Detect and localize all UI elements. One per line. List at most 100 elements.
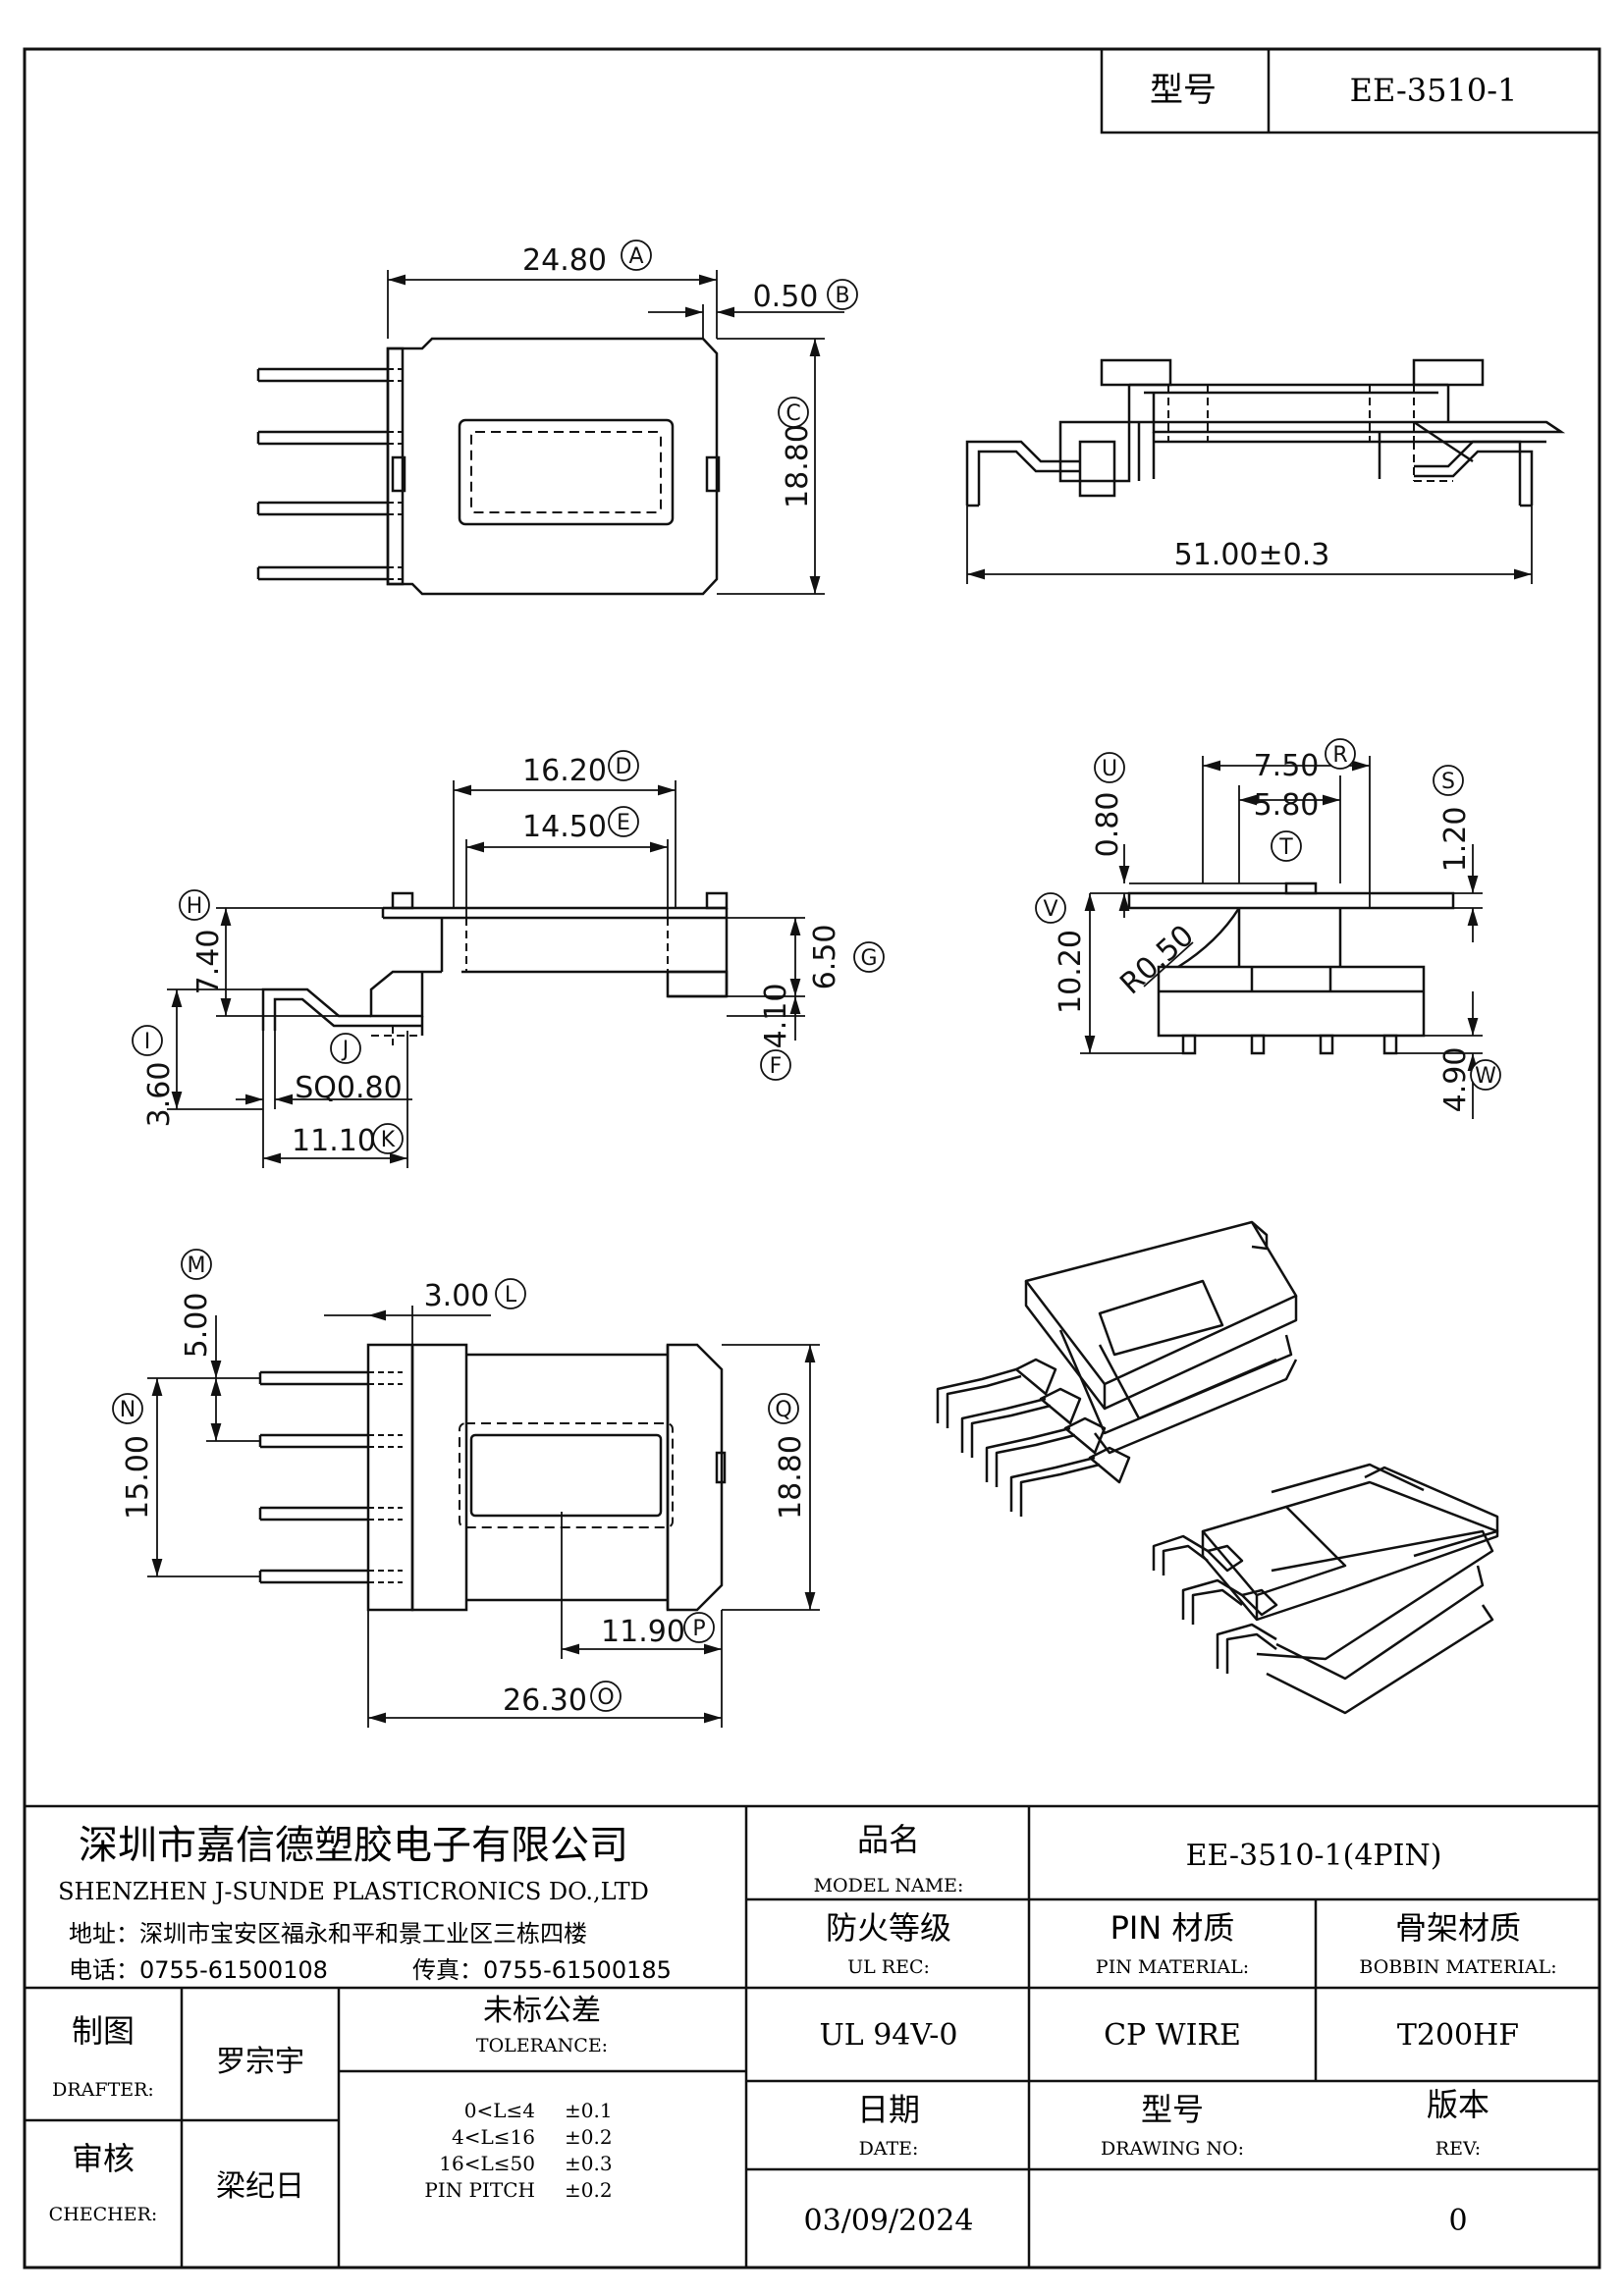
title-block <box>25 1804 1599 2268</box>
dim-K: 11.10 <box>292 1124 376 1158</box>
tolerance-en: TOLERANCE: <box>476 2035 608 2056</box>
company-cn: 深圳市嘉信德塑胶电子有限公司 <box>79 1823 628 1868</box>
svg-text:K: K <box>381 1128 396 1152</box>
svg-text:J: J <box>341 1038 350 1062</box>
tag-Q <box>768 1393 799 1424</box>
view-top <box>256 337 721 596</box>
checker-en: CHECHER: <box>49 2204 158 2225</box>
svg-text:O: O <box>597 1685 614 1710</box>
tag-E <box>608 806 639 837</box>
tag-V <box>1035 892 1066 924</box>
svg-text:M: M <box>188 1254 206 1278</box>
svg-text:Q: Q <box>775 1398 791 1422</box>
dim-P: 11.90 <box>601 1615 685 1649</box>
dim-S: 1.20 <box>1438 807 1473 873</box>
header-model-label: 型号 <box>1150 71 1217 110</box>
title-block-text: 深圳市嘉信德塑胶电子有限公司 SHENZHEN J-SUNDE PLASTICR… <box>49 1821 1557 2238</box>
company-en: SHENZHEN J-SUNDE PLASTICRONICS DO.,LTD <box>58 1878 649 1905</box>
svg-text:E: E <box>617 811 630 835</box>
tol-range-1: 4<L≤16 <box>452 2125 535 2149</box>
sheet-border <box>23 47 1601 2269</box>
dim-B: 0.50 <box>753 280 819 314</box>
tag-M <box>181 1249 212 1280</box>
tag-U <box>1094 752 1125 783</box>
svg-text:V: V <box>1043 897 1057 922</box>
view-front-dims <box>167 780 805 1168</box>
view-side-long <box>965 358 1566 507</box>
view-top-dims <box>387 270 844 595</box>
dim-Q: 18.80 <box>774 1435 808 1520</box>
drafter-en: DRAFTER: <box>52 2079 154 2101</box>
fax: 传真：0755-61500185 <box>412 1956 672 1984</box>
dim-V: 10.20 <box>1054 930 1088 1014</box>
dim-G: 6.50 <box>808 925 842 990</box>
isometric-view-bottom <box>1152 1463 1499 1715</box>
ul-en: UL REC: <box>847 1956 930 1978</box>
dim-A: 24.80 <box>522 243 607 278</box>
tag-P <box>683 1612 715 1643</box>
tag-D <box>608 750 639 781</box>
tag-J <box>330 1033 361 1064</box>
tag-C <box>778 397 809 428</box>
dim-E: 14.50 <box>522 810 607 844</box>
svg-text:F: F <box>770 1054 783 1079</box>
date-en: DATE: <box>859 2138 919 2160</box>
tag-F <box>760 1049 791 1081</box>
dim-O: 26.30 <box>503 1683 587 1718</box>
dimension-tag-letters: A B C D E F G H I J K L M N O P Q R S T … <box>120 244 1496 1710</box>
dim-I: 3.60 <box>142 1062 177 1128</box>
drafter-cn: 制图 <box>72 2012 135 2050</box>
bobbin-mat-en: BOBBIN MATERIAL: <box>1359 1956 1556 1978</box>
header-model-value: EE-3510-1 <box>1350 72 1518 109</box>
svg-text:H: H <box>187 894 203 919</box>
dimension-tags <box>112 240 1501 1712</box>
svg-text:L: L <box>505 1283 517 1308</box>
tol-value-2: ±0.3 <box>565 2152 613 2175</box>
svg-text:S: S <box>1441 770 1455 794</box>
ul-cn: 防火等级 <box>826 1909 951 1947</box>
tag-G <box>853 941 885 973</box>
rev-cn: 版本 <box>1427 2086 1489 2123</box>
tol-range-0: 0<L≤4 <box>464 2099 535 2122</box>
dim-T: 5.80 <box>1254 788 1320 823</box>
tolerance-cn: 未标公差 <box>483 1994 601 2028</box>
date-value: 03/09/2024 <box>804 2204 974 2238</box>
tag-T <box>1271 830 1302 862</box>
tag-I <box>132 1025 163 1056</box>
svg-text:C: C <box>785 401 800 426</box>
pin-mat-en: PIN MATERIAL: <box>1096 1956 1249 1978</box>
dim-U: 0.80 <box>1091 792 1125 858</box>
dim-N: 15.00 <box>121 1435 155 1520</box>
dim-R: 7.50 <box>1254 749 1320 783</box>
isometric-view-top <box>936 1220 1298 1517</box>
svg-text:U: U <box>1102 757 1117 781</box>
view-end <box>1127 881 1455 1055</box>
drawing-cn: 型号 <box>1141 2091 1204 2128</box>
dim-J: SQ0.80 <box>295 1071 402 1105</box>
svg-text:G: G <box>860 946 877 971</box>
checker-name: 梁纪日 <box>216 2169 304 2204</box>
tag-O <box>590 1681 622 1712</box>
date-cn: 日期 <box>857 2091 920 2128</box>
dim-D: 16.20 <box>522 754 607 788</box>
svg-text:R: R <box>1332 743 1347 768</box>
dim-L: 3.00 <box>424 1279 490 1313</box>
tol-value-3: ±0.2 <box>565 2178 613 2202</box>
view-side-long-dims <box>966 506 1533 584</box>
view-bottom-dims <box>147 1306 820 1728</box>
tag-W <box>1470 1059 1501 1091</box>
svg-text:A: A <box>628 244 643 269</box>
phone: 电话：0755-61500108 <box>69 1956 328 1984</box>
model-name-value: EE-3510-1(4PIN) <box>1186 1839 1442 1873</box>
tol-value-1: ±0.2 <box>565 2125 613 2149</box>
header-model-box: 型号 EE-3510-1 <box>1100 47 1601 134</box>
rev-en: REV: <box>1435 2138 1481 2160</box>
bobbin-mat-cn: 骨架材质 <box>1395 1909 1521 1947</box>
model-name-cn: 品名 <box>857 1821 920 1858</box>
drafter-name: 罗宗宇 <box>216 2045 304 2079</box>
model-name-en: MODEL NAME: <box>814 1875 964 1896</box>
pin-value: CP WIRE <box>1104 2018 1241 2053</box>
dim-W: 4.90 <box>1438 1047 1473 1113</box>
dim-M: 5.00 <box>180 1293 214 1359</box>
